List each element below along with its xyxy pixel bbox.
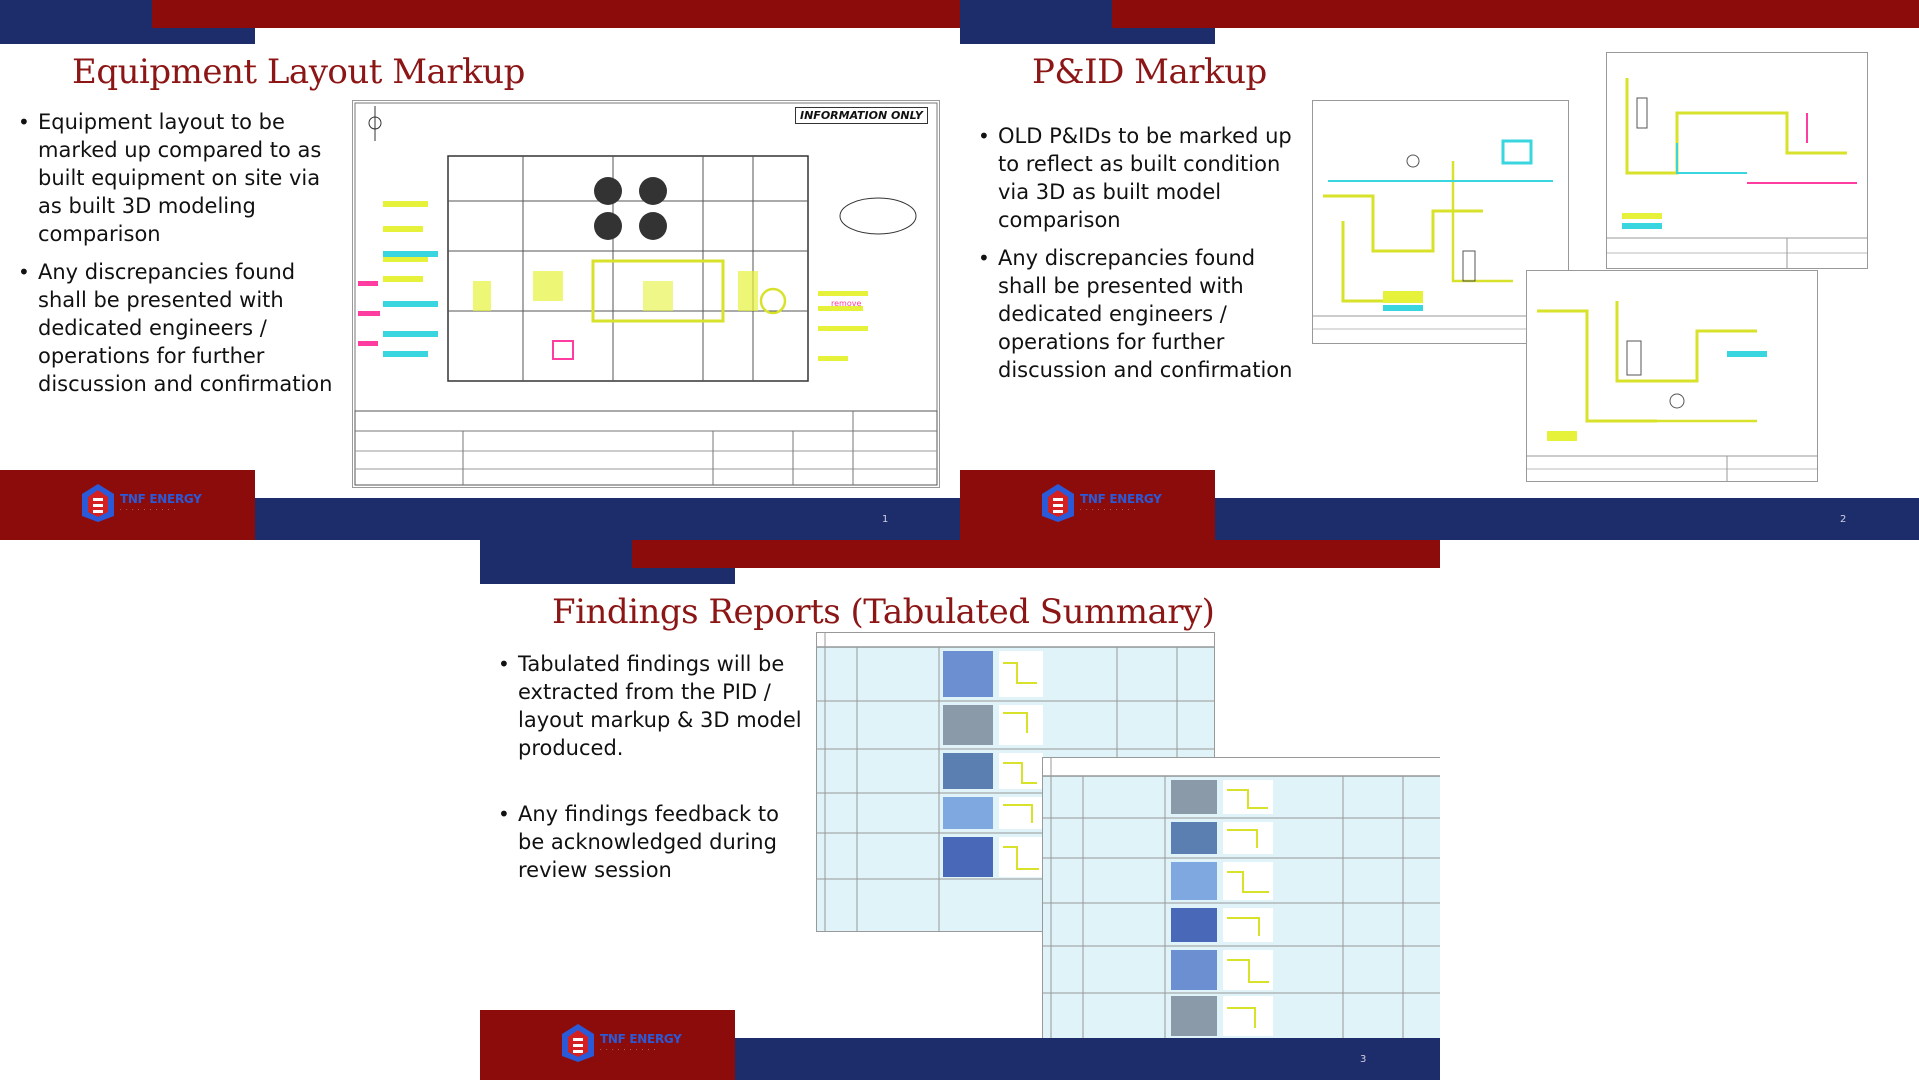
bullet-list: Tabulated findings will be extracted fro… xyxy=(498,650,808,894)
footer-band-red xyxy=(0,470,255,540)
footer-band-navy xyxy=(255,498,960,540)
slide-findings-reports: Findings Reports (Tabulated Summary) Tab… xyxy=(480,540,1440,1080)
company-logo: TNF ENERGY · · · · · · · · · · xyxy=(80,478,220,528)
pid-drawing-sheet-3 xyxy=(1526,270,1818,482)
slide-title: Findings Reports (Tabulated Summary) xyxy=(552,592,1215,632)
page-number: 1 xyxy=(882,514,889,525)
page-number: 2 xyxy=(1840,514,1847,525)
bullet-item: Any discrepancies found shall be present… xyxy=(978,244,1298,384)
bullet-list: Equipment layout to be marked up compare… xyxy=(18,108,338,408)
company-logo: TNF ENERGY · · · · · · · · · · xyxy=(1040,478,1180,528)
header-band-red xyxy=(1112,0,1919,28)
header-band-red xyxy=(632,540,1440,568)
logo-mark-icon xyxy=(82,484,114,522)
findings-table-2 xyxy=(1042,757,1440,1057)
bullet-item: Tabulated findings will be extracted fro… xyxy=(498,650,808,762)
bullet-item: OLD P&IDs to be marked up to reflect as … xyxy=(978,122,1298,234)
logo-tagline: · · · · · · · · · · xyxy=(1080,507,1137,513)
information-only-stamp: INFORMATION ONLY xyxy=(795,107,928,124)
svg-text:remove: remove xyxy=(831,299,861,308)
slide-pid-markup: P&ID Markup OLD P&IDs to be marked up to… xyxy=(960,0,1919,540)
page-number: 3 xyxy=(1360,1054,1367,1065)
pid-drawing-sheet-2 xyxy=(1606,52,1868,269)
bullet-item: Equipment layout to be marked up compare… xyxy=(18,108,338,248)
logo-mark-icon xyxy=(562,1024,594,1062)
logo-tagline: · · · · · · · · · · xyxy=(600,1047,657,1053)
bullet-item: Any findings feedback to be acknowledged… xyxy=(498,800,808,884)
logo-name: TNF ENERGY xyxy=(600,1032,682,1046)
slide-title: Equipment Layout Markup xyxy=(72,52,525,92)
header-band-red xyxy=(152,0,960,28)
footer-band-navy xyxy=(735,1038,1440,1080)
company-logo: TNF ENERGY · · · · · · · · · · xyxy=(560,1018,700,1068)
logo-mark-icon xyxy=(1042,484,1074,522)
bullet-item: Any discrepancies found shall be present… xyxy=(18,258,338,398)
logo-name: TNF ENERGY xyxy=(1080,492,1162,506)
footer-band-red xyxy=(960,470,1215,540)
equipment-layout-drawing: remove INFORMATION ONLY xyxy=(352,100,940,488)
logo-tagline: · · · · · · · · · · xyxy=(120,507,177,513)
bullet-list: OLD P&IDs to be marked up to reflect as … xyxy=(978,122,1298,394)
slide-title: P&ID Markup xyxy=(1032,52,1267,92)
logo-name: TNF ENERGY xyxy=(120,492,202,506)
footer-band-red xyxy=(480,1010,735,1080)
slide-equipment-layout: Equipment Layout Markup Equipment layout… xyxy=(0,0,960,540)
footer-band-navy xyxy=(1215,498,1919,540)
